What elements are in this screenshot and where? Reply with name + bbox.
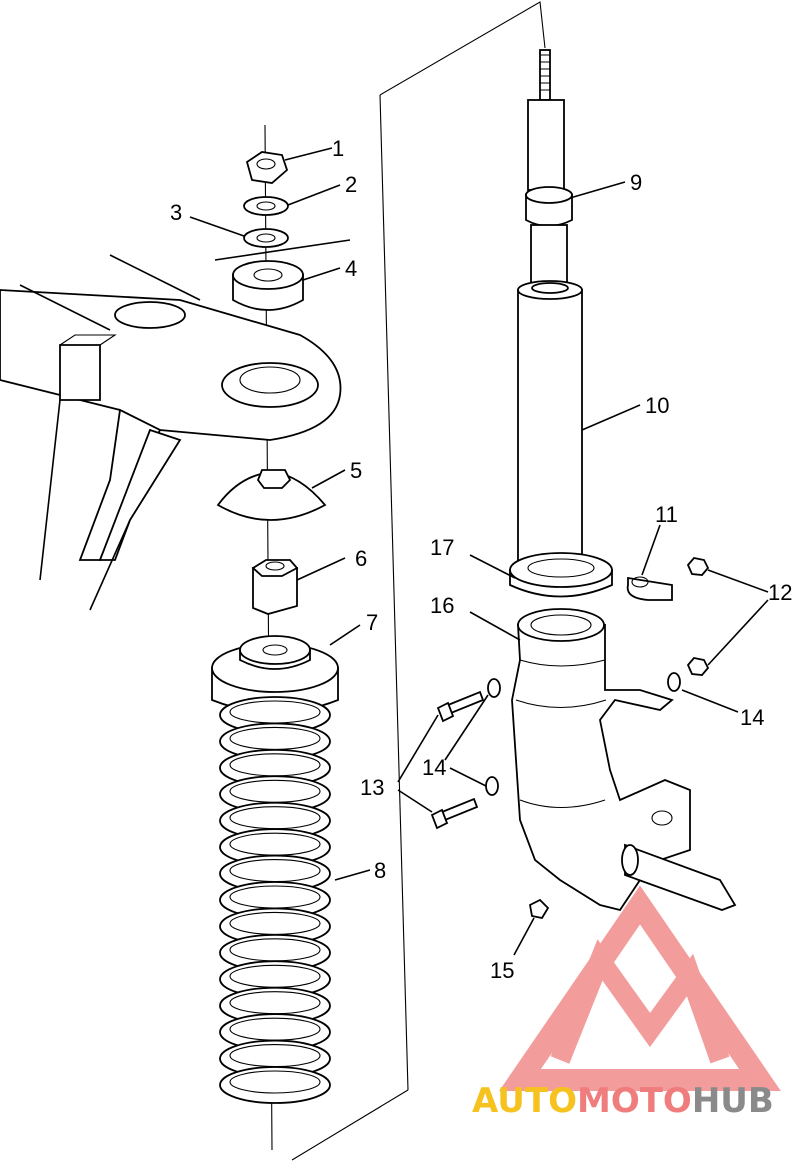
callout-8: 8 [374, 858, 386, 883]
callout-10: 10 [645, 393, 669, 418]
callout-12: 12 [768, 580, 792, 605]
leader-lines [189, 147, 769, 956]
callout-3: 3 [170, 200, 182, 225]
bolt-part-13-lower [430, 797, 479, 830]
watermark-auto: AUTO [472, 1081, 577, 1121]
clamp-part-11 [626, 576, 673, 601]
callout-2: 2 [345, 172, 357, 197]
callout-13: 13 [360, 775, 384, 800]
nut-part-1 [245, 151, 289, 184]
washer-part-14-right [667, 672, 681, 692]
callout-16: 16 [430, 593, 454, 618]
callout-7: 7 [366, 610, 378, 635]
callout-14-right: 14 [740, 705, 764, 730]
cone-washer-part-5 [216, 469, 327, 521]
callout-11: 11 [655, 502, 678, 527]
callout-labels: 1 2 3 4 5 6 7 8 9 10 11 12 13 14 14 15 1… [170, 136, 792, 983]
nut-part-6 [251, 559, 299, 615]
callout-17: 17 [430, 535, 454, 560]
callout-14-left: 14 [422, 755, 446, 780]
washer-part-2 [243, 196, 289, 216]
washer-part-3 [243, 228, 289, 248]
callout-1: 1 [332, 136, 344, 161]
svg-text:AUTOMOTOHUB: AUTOMOTOHUB [472, 1081, 774, 1121]
callout-9: 9 [630, 170, 642, 195]
shock-absorber [517, 49, 583, 573]
spring-coil [219, 1066, 331, 1104]
seat-ring-part-17 [509, 552, 613, 598]
bolt-part-15 [528, 898, 550, 920]
shock-body-part-10 [517, 289, 583, 573]
watermark-text: AUTOMOTOHUB [472, 1081, 774, 1121]
bolt-part-13-upper [436, 690, 485, 723]
watermark-moto: MOTO [577, 1081, 692, 1121]
nuts-part-12 [686, 557, 710, 676]
watermark-logo [499, 885, 781, 1091]
coil-spring-part-8 [219, 696, 331, 1104]
watermark-hub: HUB [692, 1081, 774, 1121]
callout-6: 6 [355, 546, 367, 571]
strut-housing-part-16 [511, 608, 737, 912]
washer-part-14-left-lower [485, 776, 499, 796]
washer-hole-part-2 [256, 201, 276, 211]
spring-coil-inner [229, 1070, 321, 1094]
callout-4: 4 [345, 256, 357, 281]
bushing-part-4 [232, 260, 304, 311]
callout-5: 5 [350, 458, 362, 483]
a-arm-frame [0, 239, 351, 611]
callout-15: 15 [490, 958, 514, 983]
washer-hole-part-3 [256, 233, 276, 243]
washer-part-14-left-upper [487, 678, 501, 698]
